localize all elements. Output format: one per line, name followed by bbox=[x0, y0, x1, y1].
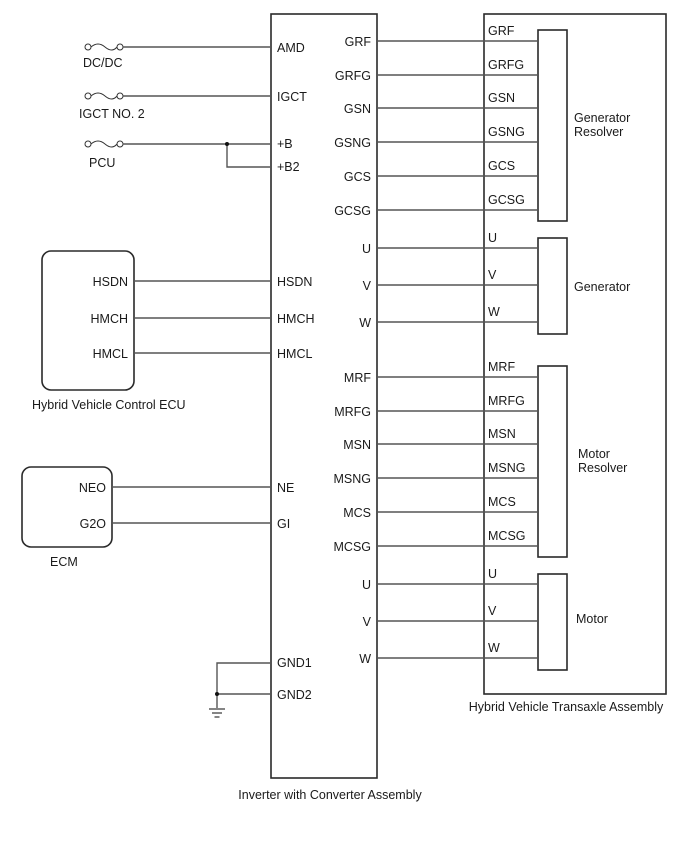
motor-box bbox=[537, 573, 568, 671]
inverter-terminal-msn: MSN bbox=[343, 438, 371, 452]
generator-box bbox=[537, 237, 568, 335]
hv-ecu-terminal-hsdn: HSDN bbox=[93, 275, 128, 289]
terminal-hsdn: HSDN bbox=[277, 275, 312, 289]
inverter-terminal-gsng: GSNG bbox=[334, 136, 371, 150]
transaxle-caption: Hybrid Vehicle Transaxle Assembly bbox=[469, 700, 664, 714]
generator-label: Generator bbox=[574, 280, 630, 294]
motor-resolver-label-1: Motor bbox=[578, 447, 610, 461]
transaxle-terminal-mrf: MRF bbox=[488, 360, 515, 374]
terminal-gnd2: GND2 bbox=[277, 688, 312, 702]
junction-dot bbox=[225, 142, 229, 146]
terminal-hmcl: HMCL bbox=[277, 347, 312, 361]
transaxle-terminal-v: V bbox=[488, 604, 497, 618]
transaxle-terminal-grf: GRF bbox=[488, 24, 515, 38]
terminal-b: +B bbox=[277, 137, 293, 151]
fuse-igct-no2: IGCT NO. 2 bbox=[79, 92, 271, 121]
inverter-terminal-mcsg: MCSG bbox=[334, 540, 372, 554]
transaxle-terminal-mcsg: MCSG bbox=[488, 529, 526, 543]
transaxle-terminal-gcsg: GCSG bbox=[488, 193, 525, 207]
transaxle-terminal-msng: MSNG bbox=[488, 461, 526, 475]
inverter-box bbox=[270, 13, 378, 779]
inverter-terminal-w: W bbox=[359, 316, 371, 330]
transaxle-terminal-mcs: MCS bbox=[488, 495, 516, 509]
transaxle-terminal-grfg: GRFG bbox=[488, 58, 524, 72]
inverter-terminal-msng: MSNG bbox=[334, 472, 372, 486]
transaxle-terminal-gsng: GSNG bbox=[488, 125, 525, 139]
transaxle-terminal-gcs: GCS bbox=[488, 159, 515, 173]
hv-ecu-terminal-hmch: HMCH bbox=[91, 312, 129, 326]
motor-label: Motor bbox=[576, 612, 608, 626]
inverter-terminal-grfg: GRFG bbox=[335, 69, 371, 83]
ecm-caption: ECM bbox=[50, 555, 78, 569]
transaxle-terminal-u: U bbox=[488, 231, 497, 245]
ground-connection bbox=[209, 662, 271, 718]
transaxle-terminal-w: W bbox=[488, 641, 500, 655]
ecm-terminal-neo: NEO bbox=[79, 481, 106, 495]
fuse-icon bbox=[84, 92, 124, 100]
terminal-hmch: HMCH bbox=[277, 312, 315, 326]
inverter-terminal-v: V bbox=[363, 279, 372, 293]
inverter-terminal-mrfg: MRFG bbox=[334, 405, 371, 419]
fuse-pcu: PCU bbox=[84, 140, 271, 170]
generator-resolver-label-1: Generator bbox=[574, 111, 630, 125]
hv-ecu-caption: Hybrid Vehicle Control ECU bbox=[32, 398, 186, 412]
inverter-terminal-u: U bbox=[362, 242, 371, 256]
fuse-label-dcdc: DC/DC bbox=[83, 56, 123, 70]
inverter-terminal-grf: GRF bbox=[345, 35, 372, 49]
hv-ecu-box bbox=[41, 250, 135, 391]
terminal-amd: AMD bbox=[277, 41, 305, 55]
ecm-terminal-g2o: G2O bbox=[80, 517, 107, 531]
inverter-terminal-v: V bbox=[363, 615, 372, 629]
inverter-terminal-u: U bbox=[362, 578, 371, 592]
terminal-b2: +B2 bbox=[277, 160, 300, 174]
inverter-terminal-mrf: MRF bbox=[344, 371, 371, 385]
generator-resolver-label-2: Resolver bbox=[574, 125, 623, 139]
inverter-terminal-gcs: GCS bbox=[344, 170, 371, 184]
inverter-terminal-w: W bbox=[359, 652, 371, 666]
transaxle-terminal-u: U bbox=[488, 567, 497, 581]
ecm-box bbox=[21, 466, 113, 548]
fuse-icon bbox=[84, 140, 124, 148]
fuse-label-igct: IGCT NO. 2 bbox=[79, 107, 145, 121]
transaxle-terminal-mrfg: MRFG bbox=[488, 394, 525, 408]
motor-resolver-label-2: Resolver bbox=[578, 461, 627, 475]
terminal-gi: GI bbox=[277, 517, 290, 531]
motor-resolver-box bbox=[537, 365, 568, 558]
fuse-icon bbox=[84, 43, 124, 51]
transaxle-terminal-v: V bbox=[488, 268, 497, 282]
transaxle-box bbox=[483, 13, 667, 695]
terminal-gnd1: GND1 bbox=[277, 656, 312, 670]
inverter-terminal-gsn: GSN bbox=[344, 102, 371, 116]
inverter-terminal-mcs: MCS bbox=[343, 506, 371, 520]
right-wires: GRF GRF GRFG GRFG GSN GSN GSNG GSNG GCS GCS GCSG GC… bbox=[334, 24, 538, 666]
inverter-terminal-gcsg: GCSG bbox=[334, 204, 371, 218]
ground-icon bbox=[209, 708, 225, 718]
fuse-label-pcu: PCU bbox=[89, 156, 115, 170]
transaxle-terminal-gsn: GSN bbox=[488, 91, 515, 105]
transaxle-terminal-w: W bbox=[488, 305, 500, 319]
terminal-ne: NE bbox=[277, 481, 294, 495]
inverter-caption: Inverter with Converter Assembly bbox=[238, 788, 422, 802]
junction-dot bbox=[215, 692, 219, 696]
fuse-dcdc: DC/DC bbox=[83, 43, 271, 70]
generator-resolver-box bbox=[537, 29, 568, 222]
transaxle-terminal-msn: MSN bbox=[488, 427, 516, 441]
terminal-igct: IGCT bbox=[277, 90, 307, 104]
hv-ecu-terminal-hmcl: HMCL bbox=[93, 347, 128, 361]
